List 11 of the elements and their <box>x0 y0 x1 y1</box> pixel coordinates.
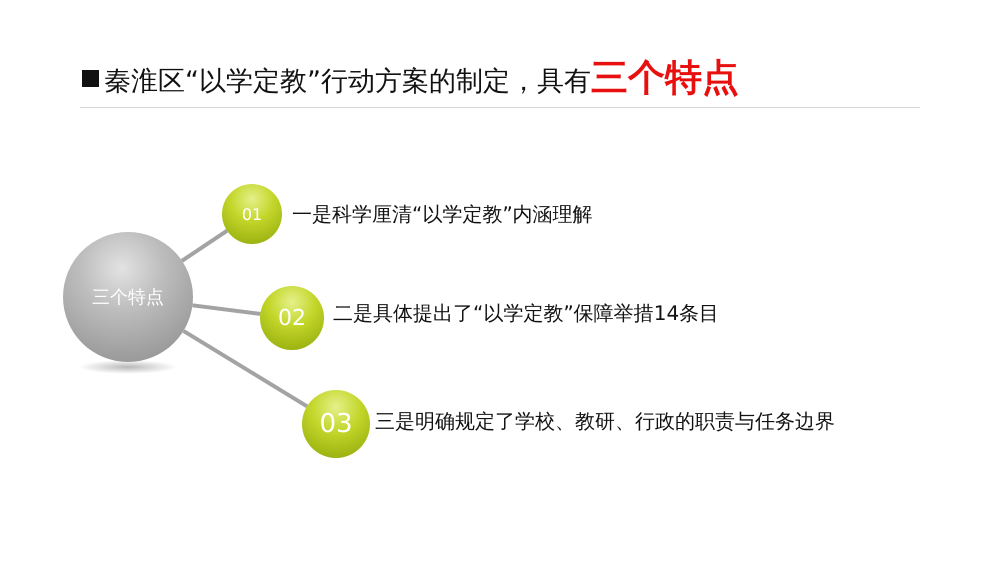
connector-rod <box>182 329 308 408</box>
number-label: 02 <box>278 306 306 330</box>
point-text: 一是科学厘清“以学定教”内涵理解 <box>292 201 593 227</box>
number-label: 03 <box>319 409 353 439</box>
title: 秦淮区“以学定教”行动方案的制定，具有三个特点 <box>104 58 739 101</box>
number-label: 01 <box>242 204 262 224</box>
point-text: 三是明确规定了学校、教研、行政的职责与任务边界 <box>375 408 835 434</box>
node-label: 三个特点 <box>92 286 164 309</box>
point-text: 二是具体提出了“以学定教”保障举措14条目 <box>333 300 720 326</box>
connector-rod <box>180 229 228 262</box>
connector-rod <box>192 303 261 316</box>
